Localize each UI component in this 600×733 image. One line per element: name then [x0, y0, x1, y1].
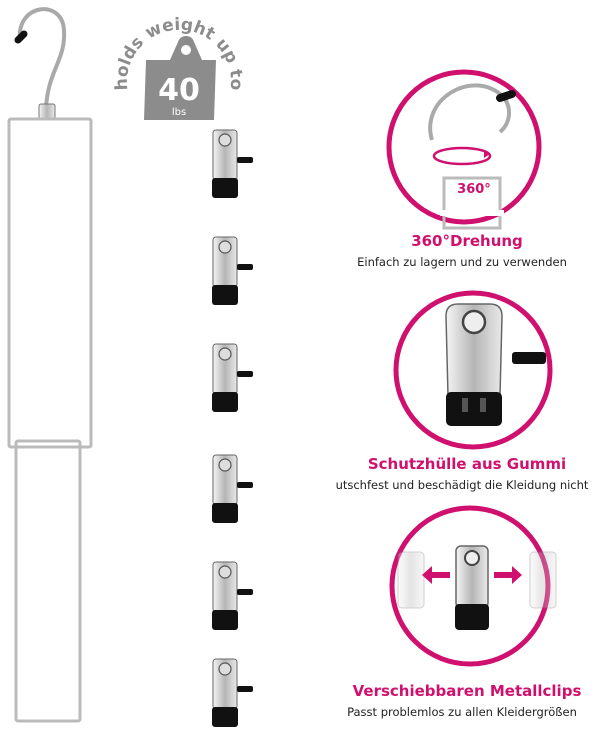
feature-title-rubber: Schutzhülle aus Gummi [367, 455, 567, 473]
weight-icon [144, 36, 216, 120]
feature-title-rotation: 360°Drehung [411, 232, 523, 250]
feature-subtitle-sliding: Passt problemlos zu allen Kleidergrößen [347, 705, 577, 719]
feature-title-sliding: Verschiebbaren Metallclips [352, 682, 582, 700]
feature-subtitle-rubber: utschfest und beschädigt die Kleidung ni… [335, 478, 589, 492]
multi-layer-hanger [0, 7, 270, 728]
badge-weight-unit: lbs [172, 107, 186, 118]
arrow-left-icon [422, 566, 450, 584]
badge-weight-value: 40 [158, 73, 200, 108]
feature-circle-rotation [386, 69, 542, 230]
hanger-hook [17, 7, 67, 110]
arrow-right-icon [494, 566, 522, 584]
feature-circle-sliding [389, 505, 557, 667]
rotation-label: 360° [457, 182, 491, 197]
hanger-clips [211, 129, 254, 728]
feature-circle-rubber [393, 290, 553, 450]
feature-subtitle-rotation: Einfach zu lagern und zu verwenden [357, 255, 567, 269]
